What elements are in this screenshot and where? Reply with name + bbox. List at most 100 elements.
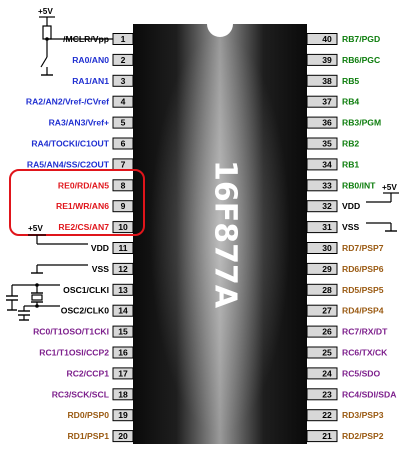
left-pin-label: RA4/TOCKI/C1OUT	[31, 139, 109, 149]
left-pin-label: OSC2/CLK0	[61, 306, 109, 316]
left-pin-label: OSC1/CLKI	[63, 285, 109, 295]
right-pin-label: RB4	[342, 97, 359, 107]
left-pin-number: 10	[118, 222, 128, 232]
left-pin-number: 15	[118, 327, 128, 337]
right-pin-box	[306, 95, 338, 108]
right-pin-number: 30	[322, 243, 332, 253]
left-pin-label: RD1/PSP1	[67, 431, 109, 441]
right-pin-number: 25	[322, 348, 332, 358]
left-pin-label: RE2/CS/AN7	[58, 222, 109, 232]
right-pin-number: 32	[322, 201, 332, 211]
left-pin-number: 5	[121, 118, 126, 128]
left-pin-box	[112, 304, 134, 317]
right-pin-number: 22	[322, 410, 332, 420]
right-pin-label: RB6/PGC	[342, 55, 380, 65]
left-pin-number: 3	[121, 76, 126, 86]
left-pin-label: RA2/AN2/Vref-/CVref	[26, 97, 109, 107]
right-pin-label: RD3/PSP3	[342, 410, 384, 420]
left-pin-box	[112, 200, 134, 213]
left-pin-label: RA3/AN3/Vref+	[49, 118, 109, 128]
chip-glow	[150, 34, 290, 434]
left-pin-box	[112, 179, 134, 192]
chip-label: 16F877A	[208, 160, 243, 309]
left-pin-box	[112, 137, 134, 150]
right-pin-box	[306, 367, 338, 380]
right-pin-label: RB2	[342, 139, 359, 149]
left-pin-box	[112, 74, 134, 87]
left-pin-number: 16	[118, 348, 128, 358]
right-pin-label: RD5/PSP5	[342, 285, 384, 295]
right-pin-box	[306, 262, 338, 275]
right-pin-number: 29	[322, 264, 332, 274]
left-pin-number: 9	[121, 201, 126, 211]
right-pin-label: VSS	[342, 222, 359, 232]
right-pin-label: RD2/PSP2	[342, 431, 384, 441]
mclr-resistor	[42, 25, 52, 40]
left-pin-label: RE1/WR/AN6	[56, 201, 109, 211]
right-pin-box	[306, 158, 338, 171]
left-pin-box	[112, 221, 134, 234]
left-pin-box	[112, 325, 134, 338]
right-pin-label: RD4/PSP4	[342, 306, 384, 316]
left-pin-number: 19	[118, 410, 128, 420]
left-pin-box	[112, 409, 134, 422]
left-pin-number: 18	[118, 389, 128, 399]
right-pin-box	[306, 430, 338, 443]
mclr-junction	[45, 37, 49, 41]
left-pin-label: RE0/RD/AN5	[58, 180, 109, 190]
right-pin-number: 24	[322, 368, 332, 378]
right-pin-label: RC6/TX/CK	[342, 348, 388, 358]
left-pin-box	[112, 116, 134, 129]
right-pin-label: RD7/PSP7	[342, 243, 384, 253]
right-pin-box	[306, 325, 338, 338]
right-pin-number: 33	[322, 180, 332, 190]
right-pin-box	[306, 200, 338, 213]
left-pin-number: 8	[121, 180, 126, 190]
left-pin-box	[112, 388, 134, 401]
vdd-right-supply-label: +5V	[382, 183, 397, 192]
right-pin-label: RB7/PGD	[342, 34, 380, 44]
right-pin-label: RC5/SDO	[342, 368, 381, 378]
left-pin-label: RC0/T1OSO/T1CKI	[33, 327, 109, 337]
left-pin-number: 17	[118, 368, 128, 378]
right-pin-box	[306, 221, 338, 234]
left-pin-label: RC3/SCK/SCL	[52, 389, 109, 399]
vdd-left-circuit: +5V	[28, 224, 88, 245]
left-pin-label: RA5/AN4/SS/C2OUT	[27, 159, 110, 169]
right-pin-box	[306, 33, 338, 45]
right-pin-number: 36	[322, 118, 332, 128]
right-pin-box	[306, 116, 338, 129]
left-pin-label: VSS	[92, 264, 109, 274]
left-pin-number: 2	[121, 55, 126, 65]
left-pin-box	[112, 262, 134, 275]
right-pin-box	[306, 388, 338, 401]
left-pin-label: RC1/T1OSI/CCP2	[39, 348, 109, 358]
right-pin-box	[306, 304, 338, 317]
left-pin-box	[112, 95, 134, 108]
right-pin-number: 38	[322, 76, 332, 86]
left-pin-number: 13	[118, 285, 128, 295]
right-pin-label: RD6/PSP6	[342, 264, 384, 274]
right-pin-label: RB5	[342, 76, 359, 86]
left-pin-box	[112, 346, 134, 359]
mclr-circuit: +5V	[38, 7, 113, 76]
right-pin-label: RB3/PGM	[342, 118, 381, 128]
vdd-right-circuit: +5V	[366, 183, 399, 203]
mclr-switch-lever	[40, 56, 48, 68]
right-pin-number: 35	[322, 139, 332, 149]
left-pin-number: 14	[118, 306, 128, 316]
left-pin-label: RD0/PSP0	[67, 410, 109, 420]
re-pins-highlight	[9, 169, 145, 236]
left-pin-label: RC2/CCP1	[66, 368, 109, 378]
right-pin-box	[306, 53, 338, 66]
left-pin-label: RA1/AN1	[72, 76, 109, 86]
right-pin-label: RC7/RX/DT	[342, 327, 388, 337]
oscillator-circuit	[6, 283, 60, 321]
vdd-left-supply-label: +5V	[28, 224, 43, 233]
right-pin-number: 40	[322, 34, 332, 44]
right-pin-box	[306, 346, 338, 359]
right-pin-number: 34	[322, 159, 332, 169]
right-pin-box	[306, 137, 338, 150]
right-pin-label: RC4/SDI/SDA	[342, 389, 396, 399]
